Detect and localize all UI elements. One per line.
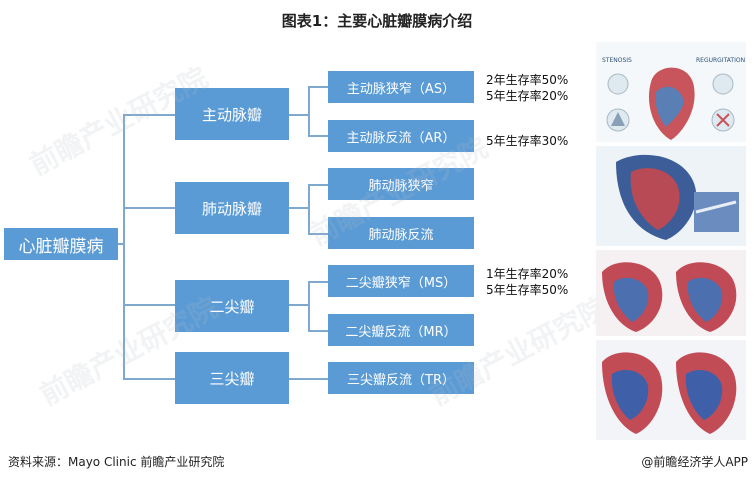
- heart-illustrations-svg: STENOSIS REGURGITATION: [596, 42, 746, 440]
- leaf-pulmonary-regurgitation: 肺动脉反流: [328, 217, 474, 249]
- valve-icon: [712, 73, 734, 95]
- regurgitation-label: REGURGITATION: [696, 57, 745, 64]
- connector-root-vertical: [123, 116, 125, 379]
- connector-b1: [289, 114, 309, 116]
- root-node: 心脏瓣膜病: [4, 228, 118, 260]
- watermark: 前瞻产业研究院: [424, 290, 613, 412]
- branch-tricuspid-valve: 三尖瓣: [175, 352, 289, 404]
- brand-attribution: @前瞻经济学人APP: [641, 455, 748, 469]
- survival-note: 1年生存率20%: [486, 267, 569, 281]
- branch-mitral-valve: 二尖瓣: [175, 280, 289, 332]
- stenosis-label: STENOSIS: [602, 57, 632, 64]
- survival-note: 2年生存率50%: [486, 73, 569, 87]
- connector-b3-vertical: [308, 281, 310, 331]
- connector-b2-c1: [308, 184, 328, 186]
- heart-icon: [655, 86, 684, 127]
- note-aortic-regurgitation: 5年生存率30%: [486, 133, 568, 149]
- heart-icon: [687, 277, 723, 322]
- source-note: 资料来源：Mayo Clinic 前瞻产业研究院: [8, 455, 225, 469]
- connector-branch-1: [123, 114, 175, 116]
- valve-icon: [607, 73, 629, 95]
- leaf-aortic-stenosis: 主动脉狭窄（AS）: [328, 71, 474, 103]
- note-aortic-stenosis: 2年生存率50% 5年生存率20%: [486, 72, 568, 104]
- connector-branch-4: [123, 378, 175, 380]
- connector-b1-c2: [308, 135, 328, 137]
- connector-b3-c2: [308, 330, 328, 332]
- connector-b2: [289, 207, 309, 209]
- connector-b3-c1: [308, 281, 328, 283]
- heart-icon: [611, 370, 649, 420]
- branch-pulmonary-valve: 肺动脉瓣: [175, 182, 289, 234]
- connector-b2-vertical: [308, 184, 310, 234]
- heart-icon: [685, 370, 723, 420]
- heart-icon: [630, 168, 680, 230]
- connector-b1-vertical: [308, 86, 310, 136]
- connector-b4-c1: [289, 378, 328, 380]
- survival-note: 5年生存率30%: [486, 134, 569, 148]
- leaf-mitral-regurgitation: 二尖瓣反流（MR）: [328, 314, 474, 346]
- leaf-tricuspid-regurgitation: 三尖瓣反流（TR）: [328, 362, 474, 394]
- figure-title: 图表1：主要心脏瓣膜病介绍: [281, 12, 473, 30]
- connector-b1-c1: [308, 86, 328, 88]
- connector-b3: [289, 304, 309, 306]
- note-mitral-stenosis: 1年生存率20% 5年生存率50%: [486, 266, 568, 298]
- connector-branch-3: [123, 304, 175, 306]
- leaf-pulmonary-stenosis: 肺动脉狭窄: [328, 168, 474, 200]
- connector-b2-c2: [308, 233, 328, 235]
- leaf-aortic-regurgitation: 主动脉反流（AR）: [328, 120, 474, 152]
- survival-note: 5年生存率20%: [486, 89, 569, 103]
- connector-branch-2: [123, 207, 175, 209]
- connector-root: [118, 243, 124, 245]
- valve-icon: [611, 112, 625, 126]
- heart-icon: [613, 277, 649, 322]
- heart-illustrations: STENOSIS REGURGITATION: [596, 42, 746, 440]
- survival-note: 5年生存率50%: [486, 283, 569, 297]
- branch-aortic-valve: 主动脉瓣: [175, 88, 289, 140]
- leaf-mitral-stenosis: 二尖瓣狭窄（MS）: [328, 265, 474, 297]
